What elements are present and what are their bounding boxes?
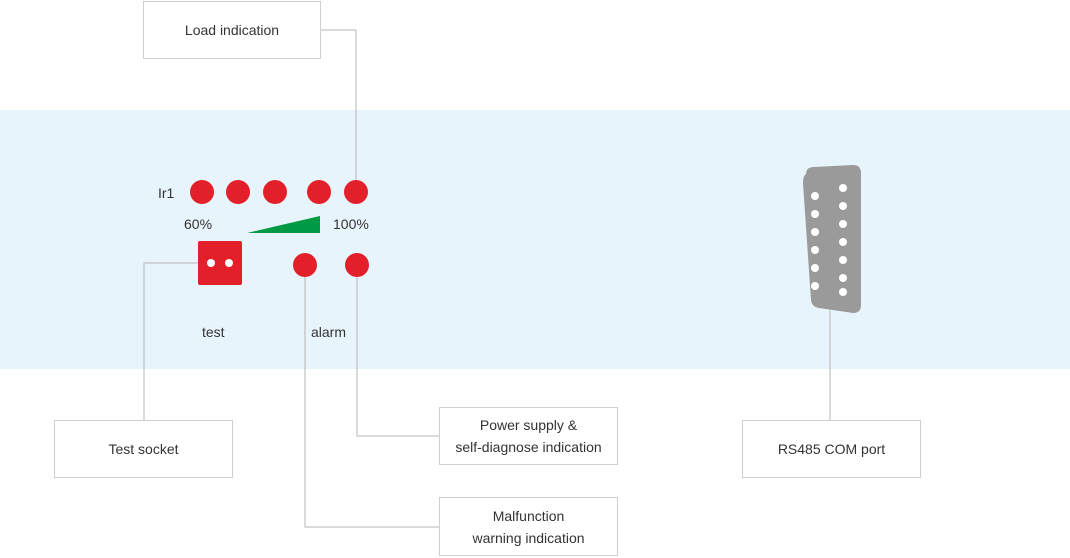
callout-rs485: RS485 COM port <box>742 420 921 478</box>
callout-test-socket: Test socket <box>54 420 233 478</box>
callout-malfunction-line2: warning indication <box>472 529 585 546</box>
malfunction-led <box>293 253 317 277</box>
test-label: test <box>202 324 225 340</box>
power-led <box>345 253 369 277</box>
rs485-connector <box>803 165 861 313</box>
scale-max-label: 100% <box>333 216 369 232</box>
callout-rs485-label: RS485 COM port <box>777 441 886 457</box>
callout-power-line2: self-diagnose indication <box>455 439 602 455</box>
leader-test-socket <box>143 262 198 420</box>
load-led-2 <box>226 180 250 204</box>
test-socket[interactable] <box>198 241 242 285</box>
load-led-5 <box>344 180 368 204</box>
scale-min-label: 60% <box>184 216 213 232</box>
load-ramp <box>247 216 320 233</box>
ir1-label: Ir1 <box>158 185 175 201</box>
callout-test-socket-label: Test socket <box>108 441 179 457</box>
socket-pin-right <box>225 259 233 267</box>
leader-power <box>356 277 440 437</box>
alarm-label: alarm <box>311 324 347 340</box>
load-led-1 <box>190 180 214 204</box>
socket-pin-left <box>207 259 215 267</box>
callout-malfunction-line1: Malfunction <box>492 507 565 524</box>
callout-power-line1: Power supply & <box>479 417 578 433</box>
callout-load-label: Load indication <box>184 22 280 38</box>
leader-load <box>320 29 357 180</box>
leader-malfunction <box>304 277 440 528</box>
callout-power-supply: Power supply & self-diagnose indication <box>439 407 618 465</box>
callout-load-indication: Load indication <box>143 1 321 59</box>
callout-malfunction: Malfunction warning indication <box>439 497 618 556</box>
device-panel-band <box>0 110 1070 369</box>
load-led-3 <box>263 180 287 204</box>
load-led-4 <box>307 180 331 204</box>
